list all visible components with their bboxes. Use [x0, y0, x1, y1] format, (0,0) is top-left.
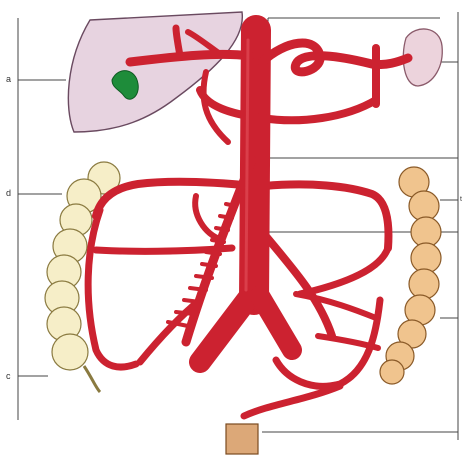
marker-left-top: a — [6, 74, 11, 84]
sigmoid-artery-upper — [296, 294, 376, 318]
jejunal-branch — [220, 216, 232, 218]
liver — [68, 12, 242, 132]
right-marginal-artery — [88, 210, 136, 367]
marker-left-middle: d — [6, 188, 11, 198]
jejunal-branch — [202, 264, 216, 266]
superior-rectal-artery — [244, 386, 340, 416]
jejunal-branch — [206, 252, 220, 254]
splenic-artery — [262, 43, 408, 72]
hepatic-artery-proper — [176, 28, 180, 56]
jejunal-branch — [212, 240, 224, 242]
left-colic-artery — [264, 184, 388, 248]
colon-haustra — [409, 191, 439, 221]
descending-colon — [380, 167, 441, 384]
colon-haustra — [411, 243, 441, 273]
aorta-highlight — [246, 40, 248, 290]
jejunal-branch — [176, 312, 194, 314]
jejunal-branch — [226, 204, 236, 206]
jejunal-branch — [196, 276, 212, 278]
jejunal-branch — [216, 228, 228, 230]
jejunal-branch — [190, 288, 206, 290]
right-common-iliac — [260, 296, 292, 350]
gastroepiploic-artery — [200, 90, 376, 120]
colon-haustra — [409, 269, 439, 299]
marker-right-middle: t — [460, 195, 462, 205]
colon-haustra — [52, 334, 88, 370]
sma-jejunal-loop — [195, 196, 222, 240]
colon-haustra — [380, 360, 404, 384]
left-marginal-artery — [300, 248, 388, 294]
appendix — [84, 366, 100, 392]
marker-left-bottom: c — [6, 371, 11, 381]
rectum — [226, 424, 258, 454]
jejunal-branch — [184, 300, 200, 302]
left-common-iliac — [200, 296, 250, 362]
